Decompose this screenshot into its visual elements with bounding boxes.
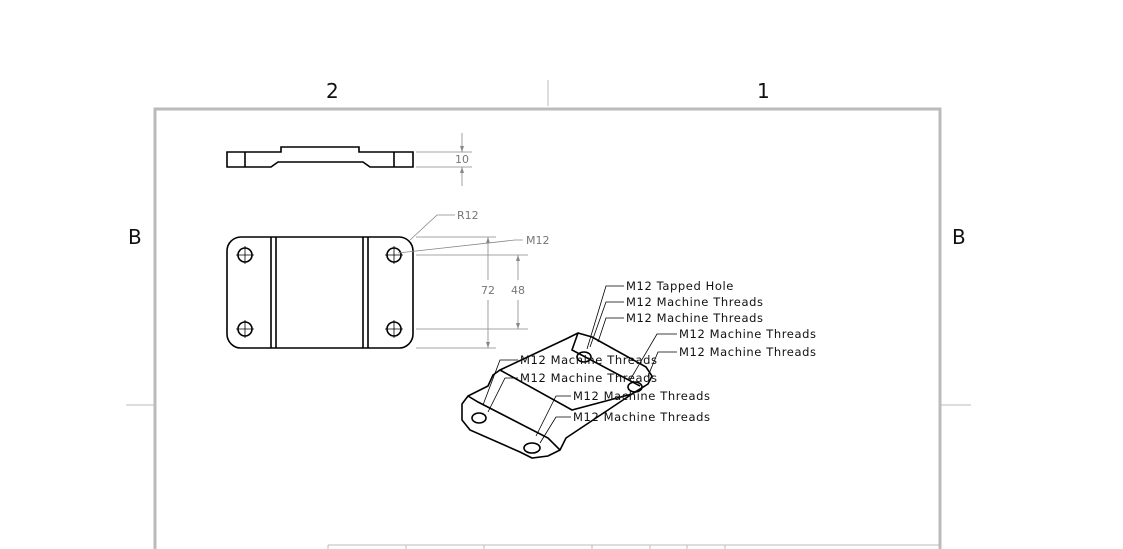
top-view <box>226 214 528 349</box>
zone-label-b-right: B <box>952 225 966 249</box>
callout-label: M12 Machine Threads <box>573 389 711 403</box>
callout-label: M12 Machine Threads <box>573 410 711 424</box>
sheet-frame <box>126 80 971 549</box>
callout-label: M12 Tapped Hole <box>626 279 734 293</box>
callout-label: M12 Machine Threads <box>520 353 658 367</box>
thickness-dimension: 10 <box>455 153 469 166</box>
title-block-edge <box>327 544 940 549</box>
hole-size-dimension: M12 <box>526 234 550 247</box>
radius-dimension: R12 <box>457 209 479 222</box>
callout-label: M12 Machine Threads <box>520 371 658 385</box>
zone-label-1: 1 <box>757 79 770 103</box>
callouts: M12 Tapped Hole M12 Machine Threads M12 … <box>520 279 817 424</box>
hole-icon <box>236 246 403 338</box>
zone-label-b-left: B <box>128 225 142 249</box>
hole-spacing-dimension: 48 <box>511 284 525 297</box>
callout-label-overlap: M12 Machine Threads <box>626 295 764 309</box>
overall-height-dimension: 72 <box>481 284 495 297</box>
callout-label: M12 Machine Threads <box>679 327 817 341</box>
isometric-view <box>461 285 677 459</box>
callout-label: M12 Machine Threads <box>626 311 764 325</box>
callout-label: M12 Machine Threads <box>679 345 817 359</box>
zone-label-2: 2 <box>326 79 339 103</box>
side-view <box>226 133 472 186</box>
